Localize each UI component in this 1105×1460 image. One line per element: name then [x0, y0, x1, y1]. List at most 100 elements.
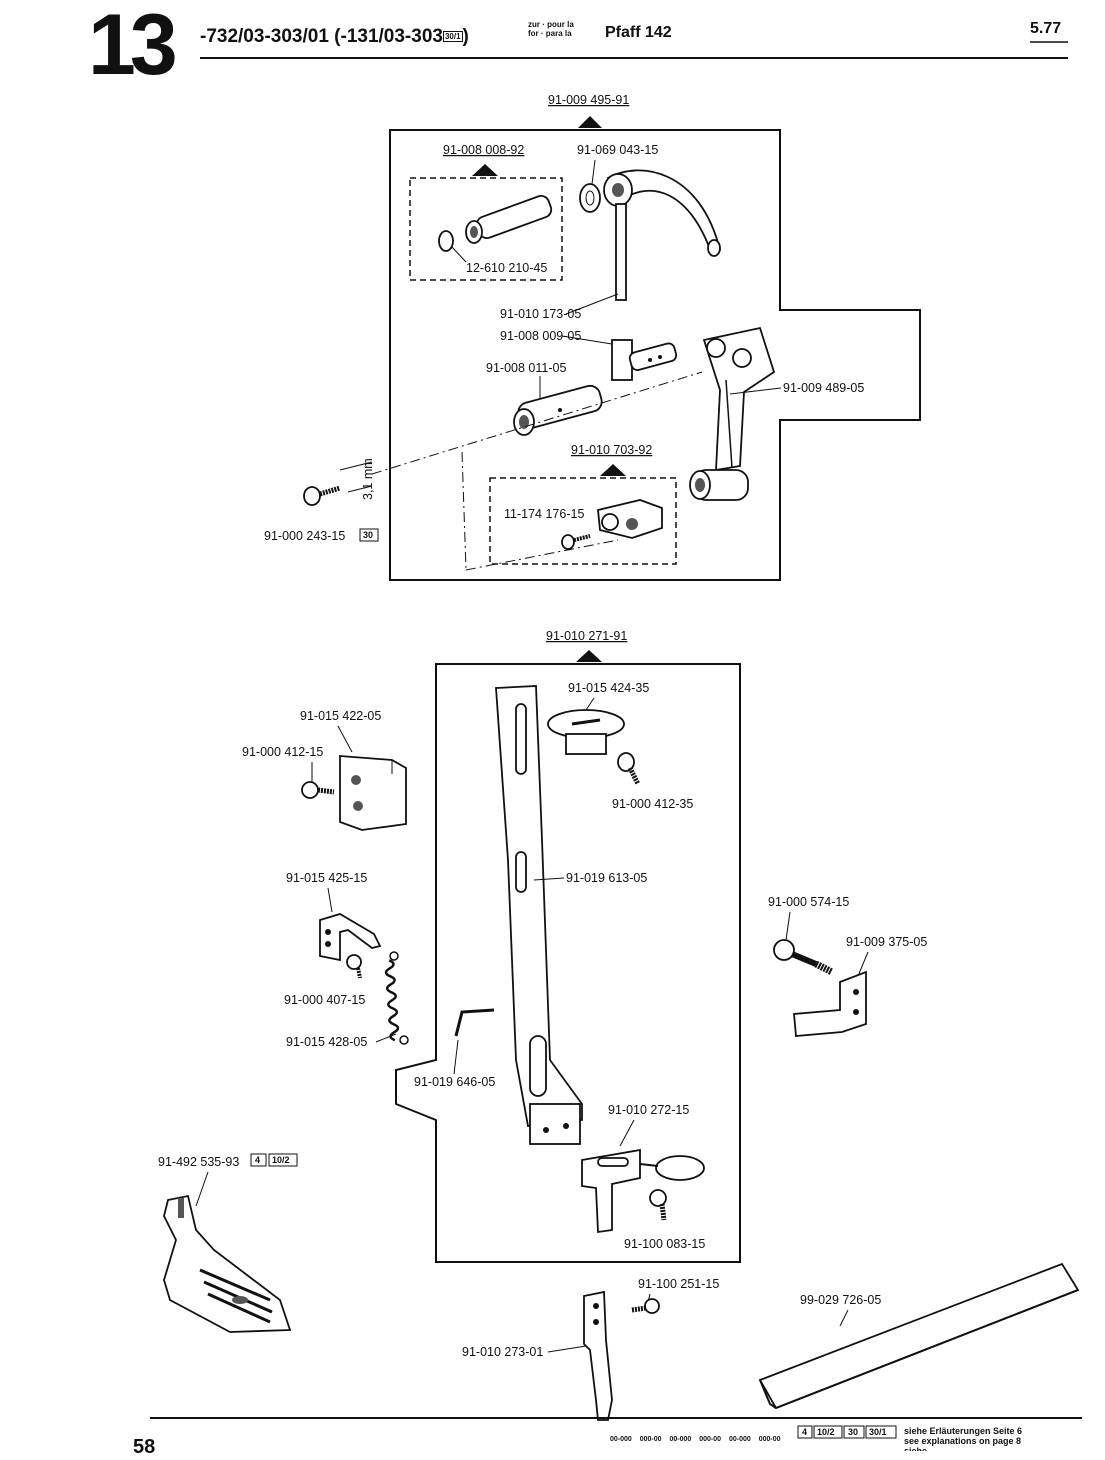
- pin-leader: [565, 293, 619, 315]
- foot-group: 91-492 535-93 4 10/2: [158, 1153, 298, 1333]
- bracket-part: [319, 913, 382, 962]
- strip-leader: [839, 1309, 849, 1327]
- footer-note-cut: siehe ...: [904, 1446, 938, 1451]
- bolt-part: [773, 939, 834, 976]
- page-number: 58: [133, 1436, 156, 1458]
- zur-label: zur · pour la for · para la: [528, 20, 574, 38]
- spring-label: 91-015 428-05: [286, 1035, 367, 1049]
- footer-badge-1-frame: [797, 1425, 813, 1439]
- guide-screw-part: [631, 1298, 660, 1314]
- blade-leader: [547, 1345, 587, 1353]
- block-label: 91-015 422-05: [300, 709, 381, 723]
- foot-badge-2-frame: [268, 1153, 298, 1167]
- revision-date: 5.77: [1030, 20, 1062, 37]
- washer-part: [579, 183, 601, 213]
- bolt-label: 91-000 574-15: [768, 895, 849, 909]
- pin-label: 91-010 173-05: [500, 307, 581, 321]
- foot-badge-1-frame: [250, 1153, 267, 1167]
- bracket-group: 91-015 425-15 91-000 407-15 91-015 428-0…: [284, 871, 409, 1049]
- bracket-leader: [327, 887, 333, 913]
- blade-label: 91-010 273-01: [462, 1345, 543, 1359]
- triangular-strip-part: [758, 1262, 1080, 1410]
- clamp-screw-part: [561, 534, 591, 550]
- shaft-part: [465, 195, 553, 244]
- strip-label: 99-029 726-05: [800, 1293, 881, 1307]
- subassembly-1-frame: [409, 177, 563, 281]
- footer-badge-1: 4: [802, 1427, 807, 1437]
- model-badge: 30/1: [442, 31, 463, 43]
- footer-codes: 00-000 000-00 00-000 000-00 00-000 000-0…: [610, 1436, 781, 1443]
- ring-leader: [451, 246, 467, 263]
- sleeve-part: [611, 339, 678, 381]
- subassembly-1-pointer: [472, 164, 498, 176]
- foot-badge-2: 10/2: [272, 1155, 290, 1165]
- crank-arm-part: [603, 169, 722, 301]
- outside-screw-label: 91-000 243-15: [264, 529, 345, 543]
- machine-name: Pfaff 142: [605, 24, 672, 41]
- link-part: [689, 326, 776, 501]
- washer-label: 91-069 043-15: [577, 143, 658, 157]
- top-assembly-pointer: [578, 116, 602, 128]
- block-leader: [337, 725, 353, 753]
- cap-screw-part: [617, 752, 641, 786]
- bar-label: 91-019 613-05: [566, 871, 647, 885]
- subassembly-2-pointer: [600, 464, 626, 476]
- wire-label: 91-019 646-05: [414, 1075, 495, 1089]
- guide-part: [793, 970, 867, 1037]
- foot-badge-1: 4: [255, 1155, 260, 1165]
- centerline-3: [465, 539, 619, 571]
- lever-part: [581, 1148, 705, 1234]
- guide-screw-group: 91-100 251-15: [631, 1277, 719, 1314]
- subassembly-2-frame: [489, 477, 677, 565]
- footer-note-en: see explanations on page 8: [904, 1436, 1022, 1446]
- retaining-ring-label: 12-610 210-45: [466, 261, 547, 275]
- bolt-leader: [785, 911, 791, 941]
- strip-group: 99-029 726-05: [758, 1262, 1080, 1410]
- guide-leader: [857, 951, 869, 977]
- spring-leader: [375, 1033, 397, 1043]
- sleeve-label: 91-008 009-05: [500, 329, 581, 343]
- lever-screw-part: [649, 1189, 667, 1221]
- footer-badge-4: 30/1: [869, 1427, 887, 1437]
- retaining-ring-part: [438, 230, 454, 252]
- lever-screw-label: 91-100 083-15: [624, 1237, 705, 1251]
- shaft-label: 91-008 011-05: [486, 361, 566, 375]
- lever-label: 91-010 272-15: [608, 1103, 689, 1117]
- dimension-line-2: [347, 485, 373, 493]
- bracket-screw-part: [346, 954, 362, 979]
- cap-part: [547, 709, 625, 755]
- link-label: 91-009 489-05: [783, 381, 864, 395]
- centerline-2: [461, 451, 467, 571]
- bottom-assembly-frame: [395, 663, 741, 1263]
- guide-group: 91-009 375-05: [793, 935, 927, 1037]
- lever-leader: [619, 1119, 635, 1147]
- bottom-assembly-label: 91-010 271-91: [546, 629, 627, 643]
- bar-leader: [533, 877, 565, 881]
- footer-badge-2: 10/2: [817, 1427, 835, 1437]
- blade-group: 91-010 273-01: [462, 1290, 613, 1421]
- clamp-part: [597, 499, 663, 539]
- wire-leader: [453, 1039, 459, 1075]
- top-assembly-frame: [389, 129, 921, 581]
- dimension-label: 3,1 mm: [361, 458, 375, 500]
- outside-screw-badge: 30: [363, 530, 373, 540]
- bracket-label: 91-015 425-15: [286, 871, 367, 885]
- zur-line-2: for · para la: [528, 29, 572, 38]
- outside-screw-badge-frame: [359, 528, 379, 542]
- footer-note-de: siehe Erläuterungen Seite 6: [904, 1426, 1023, 1436]
- wire-part: [454, 1008, 495, 1037]
- foot-label: 91-492 535-93: [158, 1155, 239, 1169]
- footer-badge-3-frame: [843, 1425, 865, 1439]
- top-assembly: 91-009 495-91 91-008 008-92 12-610 210-4…: [264, 93, 921, 581]
- model-numbers: -732/03-303/01 (-131/03-303: [200, 26, 443, 47]
- chapter-number: 13: [88, 0, 178, 93]
- block-part: [339, 755, 407, 831]
- cap-screw-label: 91-000 412-35: [612, 797, 693, 811]
- washer-leader: [591, 159, 596, 185]
- link-leader: [729, 387, 782, 395]
- guide-screw-label: 91-100 251-15: [638, 1277, 719, 1291]
- cap-label: 91-015 424-35: [568, 681, 649, 695]
